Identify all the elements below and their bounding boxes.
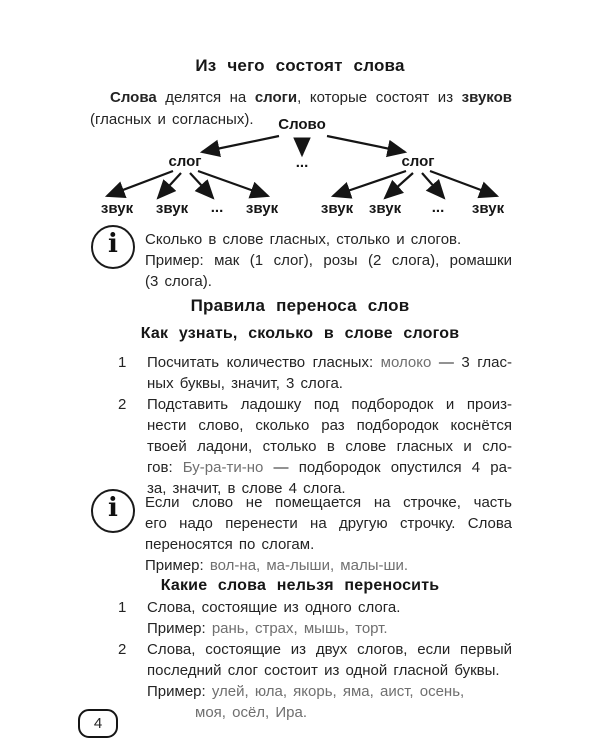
text-line: за, значит, в слове 4 слога. [147,480,346,497]
item-number: 1 [118,599,127,616]
list-item: 2 Подставить ладошку под подбородок и пр… [118,394,512,499]
text-line: Сколько в слове гласных, столько и слого… [145,231,462,248]
text-line: его надо перенести на другую строчку. Сл… [145,515,512,532]
subsection-heading-cannot-transfer: Какие слова нельзя переносить [160,577,440,594]
text-line: (гласных и согласных). [90,111,254,128]
diagram-node-sound: звук [369,200,402,217]
word-structure-diagram: Слово слог ... слог звук звук ... звук з… [101,116,505,217]
info-note: Сколько в слове гласных, столько и слого… [145,229,512,292]
subsection-heading-count-syllables: Как узнать, сколько в слове слогов [140,325,460,342]
arrow [189,172,215,200]
text-line: (3 слога). [145,273,212,290]
diagram-node-sound: звук [156,200,189,217]
arrow [104,169,174,198]
text-line: Пример: улей, юла, якорь, яма, аист, осе… [147,683,465,700]
arrow [326,134,408,158]
text-line: Пример: рань, страх, мышь, торт. [147,620,388,637]
info-icon: i [91,225,135,269]
diagram-ellipsis-left: ... [211,199,224,216]
item-number: 1 [118,354,127,371]
diagram-arrows [104,134,500,200]
page-title: Из чего состоят слова [195,56,405,75]
list-item: 1 Слова, состоящие из одного слога. Прим… [118,597,512,639]
diagram-ellipsis-right: ... [432,199,445,216]
text-line: Посчитать количество гласных: молоко — 3… [147,354,512,371]
diagram-labels: Слово слог ... слог звук звук ... звук з… [101,116,505,217]
arrow [199,134,280,158]
text-line: Подставить ладошку под подбородок и прои… [147,396,512,413]
diagram-node-sound: звук [321,200,354,217]
diagram-node-sound: звук [246,200,279,217]
arrow [429,169,500,199]
arrow [197,169,271,199]
intro-paragraph: Слова делятся на слоги, которые состоят … [90,87,512,131]
arrow [156,172,182,200]
section-heading-transfer-rules: Правила переноса слов [190,296,410,315]
text-line: моя, осёл, Ира. [195,704,308,721]
numbered-list-cannot-transfer: 1 Слова, состоящие из одного слога. Прим… [118,597,512,723]
text-line: Пример: вол-на, ма-лыши, малы-ши. [145,557,409,574]
arrow [330,169,407,199]
text-line: гов: Бу-ра-ти-но — подбородок опустился … [147,459,512,476]
text-line: Пример: мак (1 слог), розы (2 слога), ро… [145,252,512,269]
diagram-node-sound: звук [472,200,505,217]
item-number: 2 [118,641,127,658]
numbered-list-count-syllables: 1 Посчитать количество гласных: молоко —… [118,352,512,499]
info-note: Если слово не помещается на строчке, час… [145,492,512,576]
item-number: 2 [118,396,127,413]
info-icon: i [91,489,135,533]
text-line: последний слог состоит из одной гласной … [147,662,500,679]
text-line: Слова, состоящие из одного слога. [147,599,401,616]
text-line: Если слово не помещается на строчке, час… [145,494,512,511]
diagram-node-sound: звук [101,200,134,217]
diagram-node-syllable-right: слог [401,153,434,170]
diagram-ellipsis-center: ... [296,154,309,171]
text-line: нести слово, сколько раз подбородок косн… [147,417,512,434]
diagram-node-word: Слово [278,116,326,133]
text-line: Слова делятся на слоги, которые состоят … [110,89,512,106]
text-line: переносятся по слогам. [145,536,315,553]
text-line: твоей ладони, столько в слове гласных и … [147,438,512,455]
page-number-badge: 4 [78,709,118,738]
page-number: 4 [93,715,103,732]
text-line: Слова, состоящие из двух слогов, если пе… [147,641,512,658]
list-item: 1 Посчитать количество гласных: молоко —… [118,352,512,394]
text-line: ных буквы, значит, 3 слога. [147,375,343,392]
arrow [421,172,446,200]
list-item: 2 Слова, состоящие из двух слогов, если … [118,639,512,723]
diagram-node-syllable-left: слог [168,153,201,170]
arrow [383,172,414,200]
